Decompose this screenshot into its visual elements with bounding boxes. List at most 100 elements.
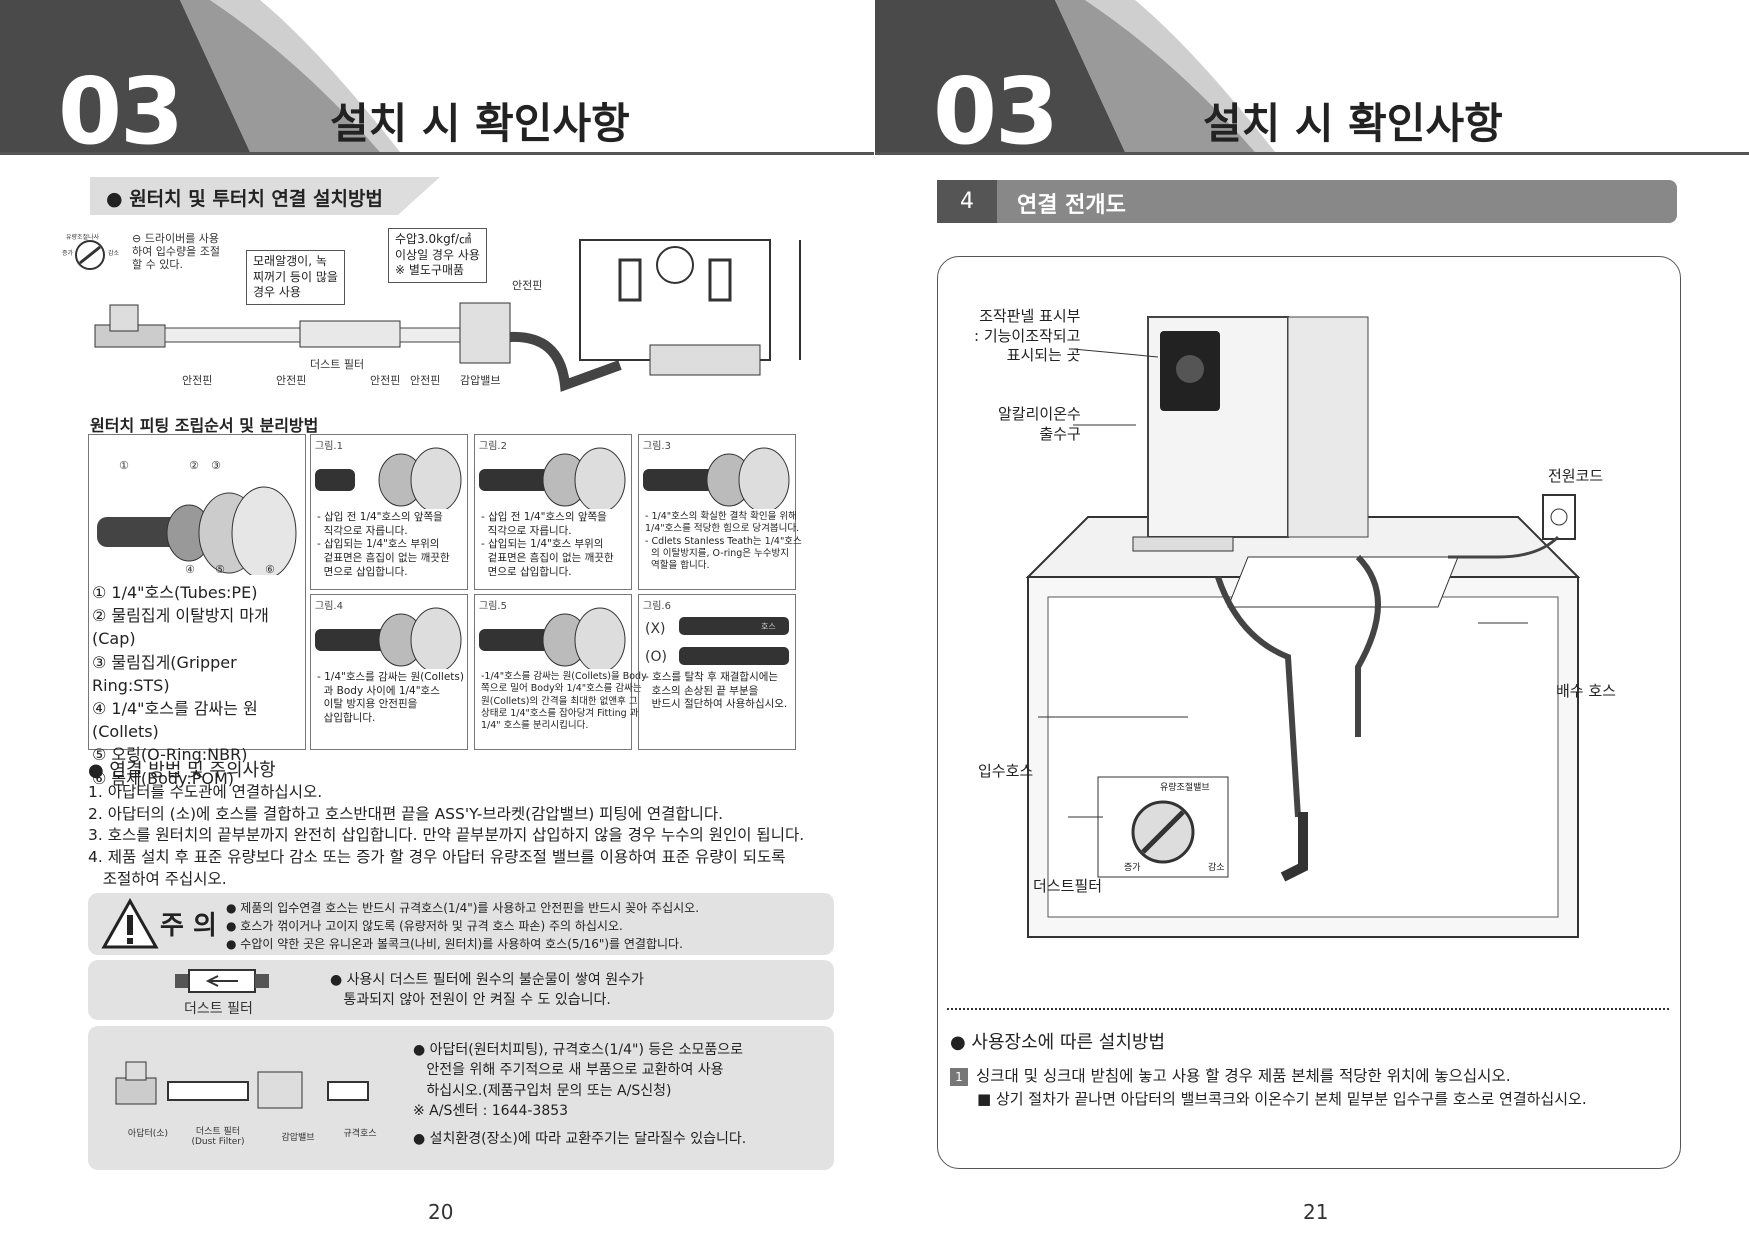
install-heading: ● 사용장소에 따른 설치방법: [950, 1032, 1166, 1053]
fig-6: 그림.6 (X) (O) 호스 - 호스를 탈착 후 재결합시에는 호스의 손상…: [638, 594, 796, 750]
caution-lines: ● 제품의 입수연결 호스는 반드시 규격호스(1/4")를 사용하고 안전핀을…: [226, 899, 699, 953]
marker-1: ①: [119, 459, 129, 472]
fitting-exploded-drawing: [97, 486, 297, 575]
install-step: 1 싱크대 및 싱크대 받침에 놓고 사용 할 경우 제품 본체를 적당한 위치에…: [950, 1064, 1511, 1086]
dust-filter-icon: [175, 969, 269, 993]
fig-text: -1/4"호스를 감싸는 원(Collets)을 Body 쪽으로 밀어 Bod…: [481, 671, 647, 732]
fig6-mark-o: (O): [645, 649, 667, 665]
caution-line: ● 수압이 약한 곳은 유니온과 볼콕크(나비, 원터치)를 사용하여 호스(5…: [226, 937, 683, 951]
fig-5: 그림.5 -1/4"호스를 감싸는 원(Collets)을 Body 쪽으로 밀…: [474, 594, 647, 750]
pin-label: 안전핀: [276, 374, 307, 387]
dotted-divider: [947, 1008, 1669, 1010]
pin-label: 안전핀: [410, 374, 441, 387]
consumable-parts-drawing: [115, 1061, 369, 1109]
marker-2: ②: [189, 459, 199, 472]
step-item: 조절하여 주십시오.: [88, 869, 227, 888]
knob-label-right: 감소: [108, 250, 120, 257]
step-item: 3. 호스를 원터치의 끝부분까지 완전히 삽입합니다. 만약 끝부분까지 삽입…: [88, 826, 805, 845]
fig6-hose-tag: 호스: [761, 622, 776, 631]
connect-steps: 1. 아답터를 수도관에 연결하십시오. 2. 아답터의 (소)에 호스를 결합…: [88, 782, 848, 890]
parts-list: ① 1/4"호스(Tubes:PE) ② 물림집게 이탈방지 마개(Cap) ③…: [92, 581, 305, 790]
dust-line: ● 사용시 더스트 필터에 원수의 불순물이 쌓여 원수가: [330, 972, 644, 988]
chapter-number: 03: [933, 58, 1059, 165]
part-item: ③ 물림집게(Gripper Ring:STS): [92, 652, 237, 695]
fig-label: 그림.6: [643, 601, 671, 612]
reducing-valve-label: 감압밸브: [460, 374, 501, 387]
valve-decrease: 감소: [1208, 863, 1225, 873]
dust-text: ● 사용시 더스트 필터에 원수의 불순물이 쌓여 원수가 통과되지 않아 전원…: [330, 970, 644, 1011]
consumable-line: ● 아답터(원터치피팅), 규격호스(1/4") 등은 소모품으로: [413, 1042, 744, 1058]
fig-1: 그림.1 - 삽입 전 1/4"호스의 앞쪽을 직각으로 자릅니다. - 삽입되…: [310, 434, 468, 590]
page-title: 설치 시 확인사항: [330, 99, 630, 148]
callout-outlet: 알칼리이온수 출수구: [998, 405, 1081, 443]
marker-3: ③: [211, 459, 221, 472]
note-driver: ⊖ 드라이버를 사용 하여 입수량을 조절 할 수 있다.: [132, 232, 220, 272]
fig-text: - 1/4"호스의 확실한 결착 확인을 위해 1/4"호스를 적당한 힘으로 …: [645, 511, 802, 572]
page-number: 20: [428, 1200, 454, 1224]
pin-label: 안전핀: [182, 374, 213, 387]
install-substep: ■ 상기 절차가 끝나면 아답터의 밸브콕크와 이온수기 본체 밑부분 입수구를…: [977, 1090, 1587, 1108]
right-page: 03 설치 시 확인사항 4 연결 전개도: [875, 0, 1749, 1241]
consumable-line: ※ A/S센터 : 1644-3853: [413, 1102, 569, 1119]
marker-6: ⑥: [265, 563, 275, 576]
part-item: ⑤ 오링(O-Ring:NBR): [92, 745, 248, 765]
part-item: ⑥ 몸체(Body:POM): [92, 768, 235, 788]
dust-filter-label: 더스트 필터: [310, 358, 365, 371]
header-swoosh: [0, 0, 400, 152]
step-item: 2. 아답터의 (소)에 호스를 결합하고 호스반대편 끝을 ASS'Y-브라켓…: [88, 804, 724, 823]
section-number: 4: [937, 180, 997, 223]
header-swoosh: [875, 0, 1275, 152]
consumable-line: 안전을 위해 주기적으로 새 부품으로 교환하여 사용: [413, 1062, 724, 1079]
knob-label-left: 증가: [62, 250, 74, 257]
page-number: 21: [1303, 1200, 1329, 1224]
fig-label: 그림.2: [479, 441, 507, 452]
part-item: ④ 1/4"호스를 감싸는 원(Collets): [92, 698, 258, 742]
part-item: ① 1/4"호스(Tubes:PE): [92, 583, 258, 602]
dust-filter-box: 더스트 필터 ● 사용시 더스트 필터에 원수의 불순물이 쌓여 원수가 통과되…: [88, 960, 834, 1020]
knob-label-top: 유량조절나사: [66, 234, 100, 241]
fitting-main-figure: ① ② ③ ④ ⑤ ⑥ ① 1/4"호스(Tubes:PE) ② 물림집게 이탈…: [88, 434, 306, 788]
page-header: 03 설치 시 확인사항: [0, 0, 874, 165]
part-name-adapter: 아답터(소): [127, 1129, 169, 1139]
fig-text: - 삽입 전 1/4"호스의 앞쪽을 직각으로 자릅니다. - 삽입되는 1/4…: [481, 511, 614, 578]
caution-label: 주 의: [160, 911, 217, 941]
section-title: ● 원터치 및 투터치 연결 설치방법: [106, 188, 383, 210]
note-sand: 모래알갱이, 녹 찌꺼기 등이 많을 경우 사용: [246, 250, 345, 305]
part-name-valve: 감압밸브: [281, 1133, 315, 1143]
left-page: 03 설치 시 확인사항 ● 원터치 및 투터치 연결 설치방법 유량조절나사 …: [0, 0, 874, 1241]
fig-4: 그림.4 - 1/4"호스를 감싸는 원(Collets) 과 Body 사이에…: [310, 594, 468, 750]
connect-heading: ● 연결 방법 및 주의사항: [88, 760, 276, 781]
valve-title: 유량조절밸브: [1160, 783, 1210, 793]
part-item: ② 물림집게 이탈방지 마개(Cap): [92, 606, 269, 649]
warning-icon: [101, 897, 159, 949]
fig-label: 그림.5: [479, 601, 507, 612]
fig-label: 그림.3: [643, 441, 671, 452]
marker-5: ⑤: [215, 563, 225, 576]
callout-panel: 조작판넬 표시부 : 기능이조작되고 표시되는 곳: [974, 307, 1081, 364]
note-pressure: 수압3.0kgf/㎠ 이상일 경우 사용 ※ 별도구매품: [388, 228, 487, 283]
dust-filter-caption: 더스트 필터: [184, 1001, 253, 1017]
section-4-banner: 4 연결 전개도: [937, 180, 1677, 223]
step-text: 싱크대 및 싱크대 받침에 놓고 사용 할 경우 제품 본체를 적당한 위치에 …: [976, 1067, 1511, 1085]
pin-label: 안전핀: [370, 374, 401, 387]
fig-label: 그림.1: [315, 441, 343, 452]
part-name-dust-filter: 더스트 필터 (Dust Filter): [191, 1127, 245, 1147]
consumable-parts-box: 아답터(소) 더스트 필터 (Dust Filter) 감압밸브 규격호스 ● …: [88, 1026, 834, 1170]
fig-label: 그림.4: [315, 601, 343, 612]
consumable-line: 하십시오.(제품구입처 문의 또는 A/S신청): [413, 1082, 672, 1099]
page-title: 설치 시 확인사항: [1203, 99, 1503, 148]
callout-drain: 배수 호스: [1556, 682, 1616, 700]
step-number: 1: [950, 1068, 968, 1086]
fig-3: 그림.3 - 1/4"호스의 확실한 결착 확인을 위해 1/4"호스를 적당한…: [638, 434, 802, 590]
marker-4: ④: [185, 563, 195, 576]
page-header: 03 설치 시 확인사항: [875, 0, 1749, 165]
dust-line: 통과되지 않아 전원이 안 켜질 수 도 있습니다.: [330, 992, 611, 1009]
step-item: 1. 아답터를 수도관에 연결하십시오.: [88, 783, 323, 801]
header-rule: [875, 152, 1749, 155]
header-rule: [0, 152, 874, 155]
chapter-number: 03: [58, 58, 184, 165]
part-name-hose: 규격호스: [343, 1129, 377, 1139]
section-title: 연결 전개도: [1017, 193, 1126, 218]
connection-diagram-frame: 조작판넬 표시부 : 기능이조작되고 표시되는 곳 알칼리이온수 출수구 전원코…: [937, 256, 1681, 1169]
consumable-text: ● 아답터(원터치피팅), 규격호스(1/4") 등은 소모품으로 안전을 위해…: [413, 1040, 743, 1121]
